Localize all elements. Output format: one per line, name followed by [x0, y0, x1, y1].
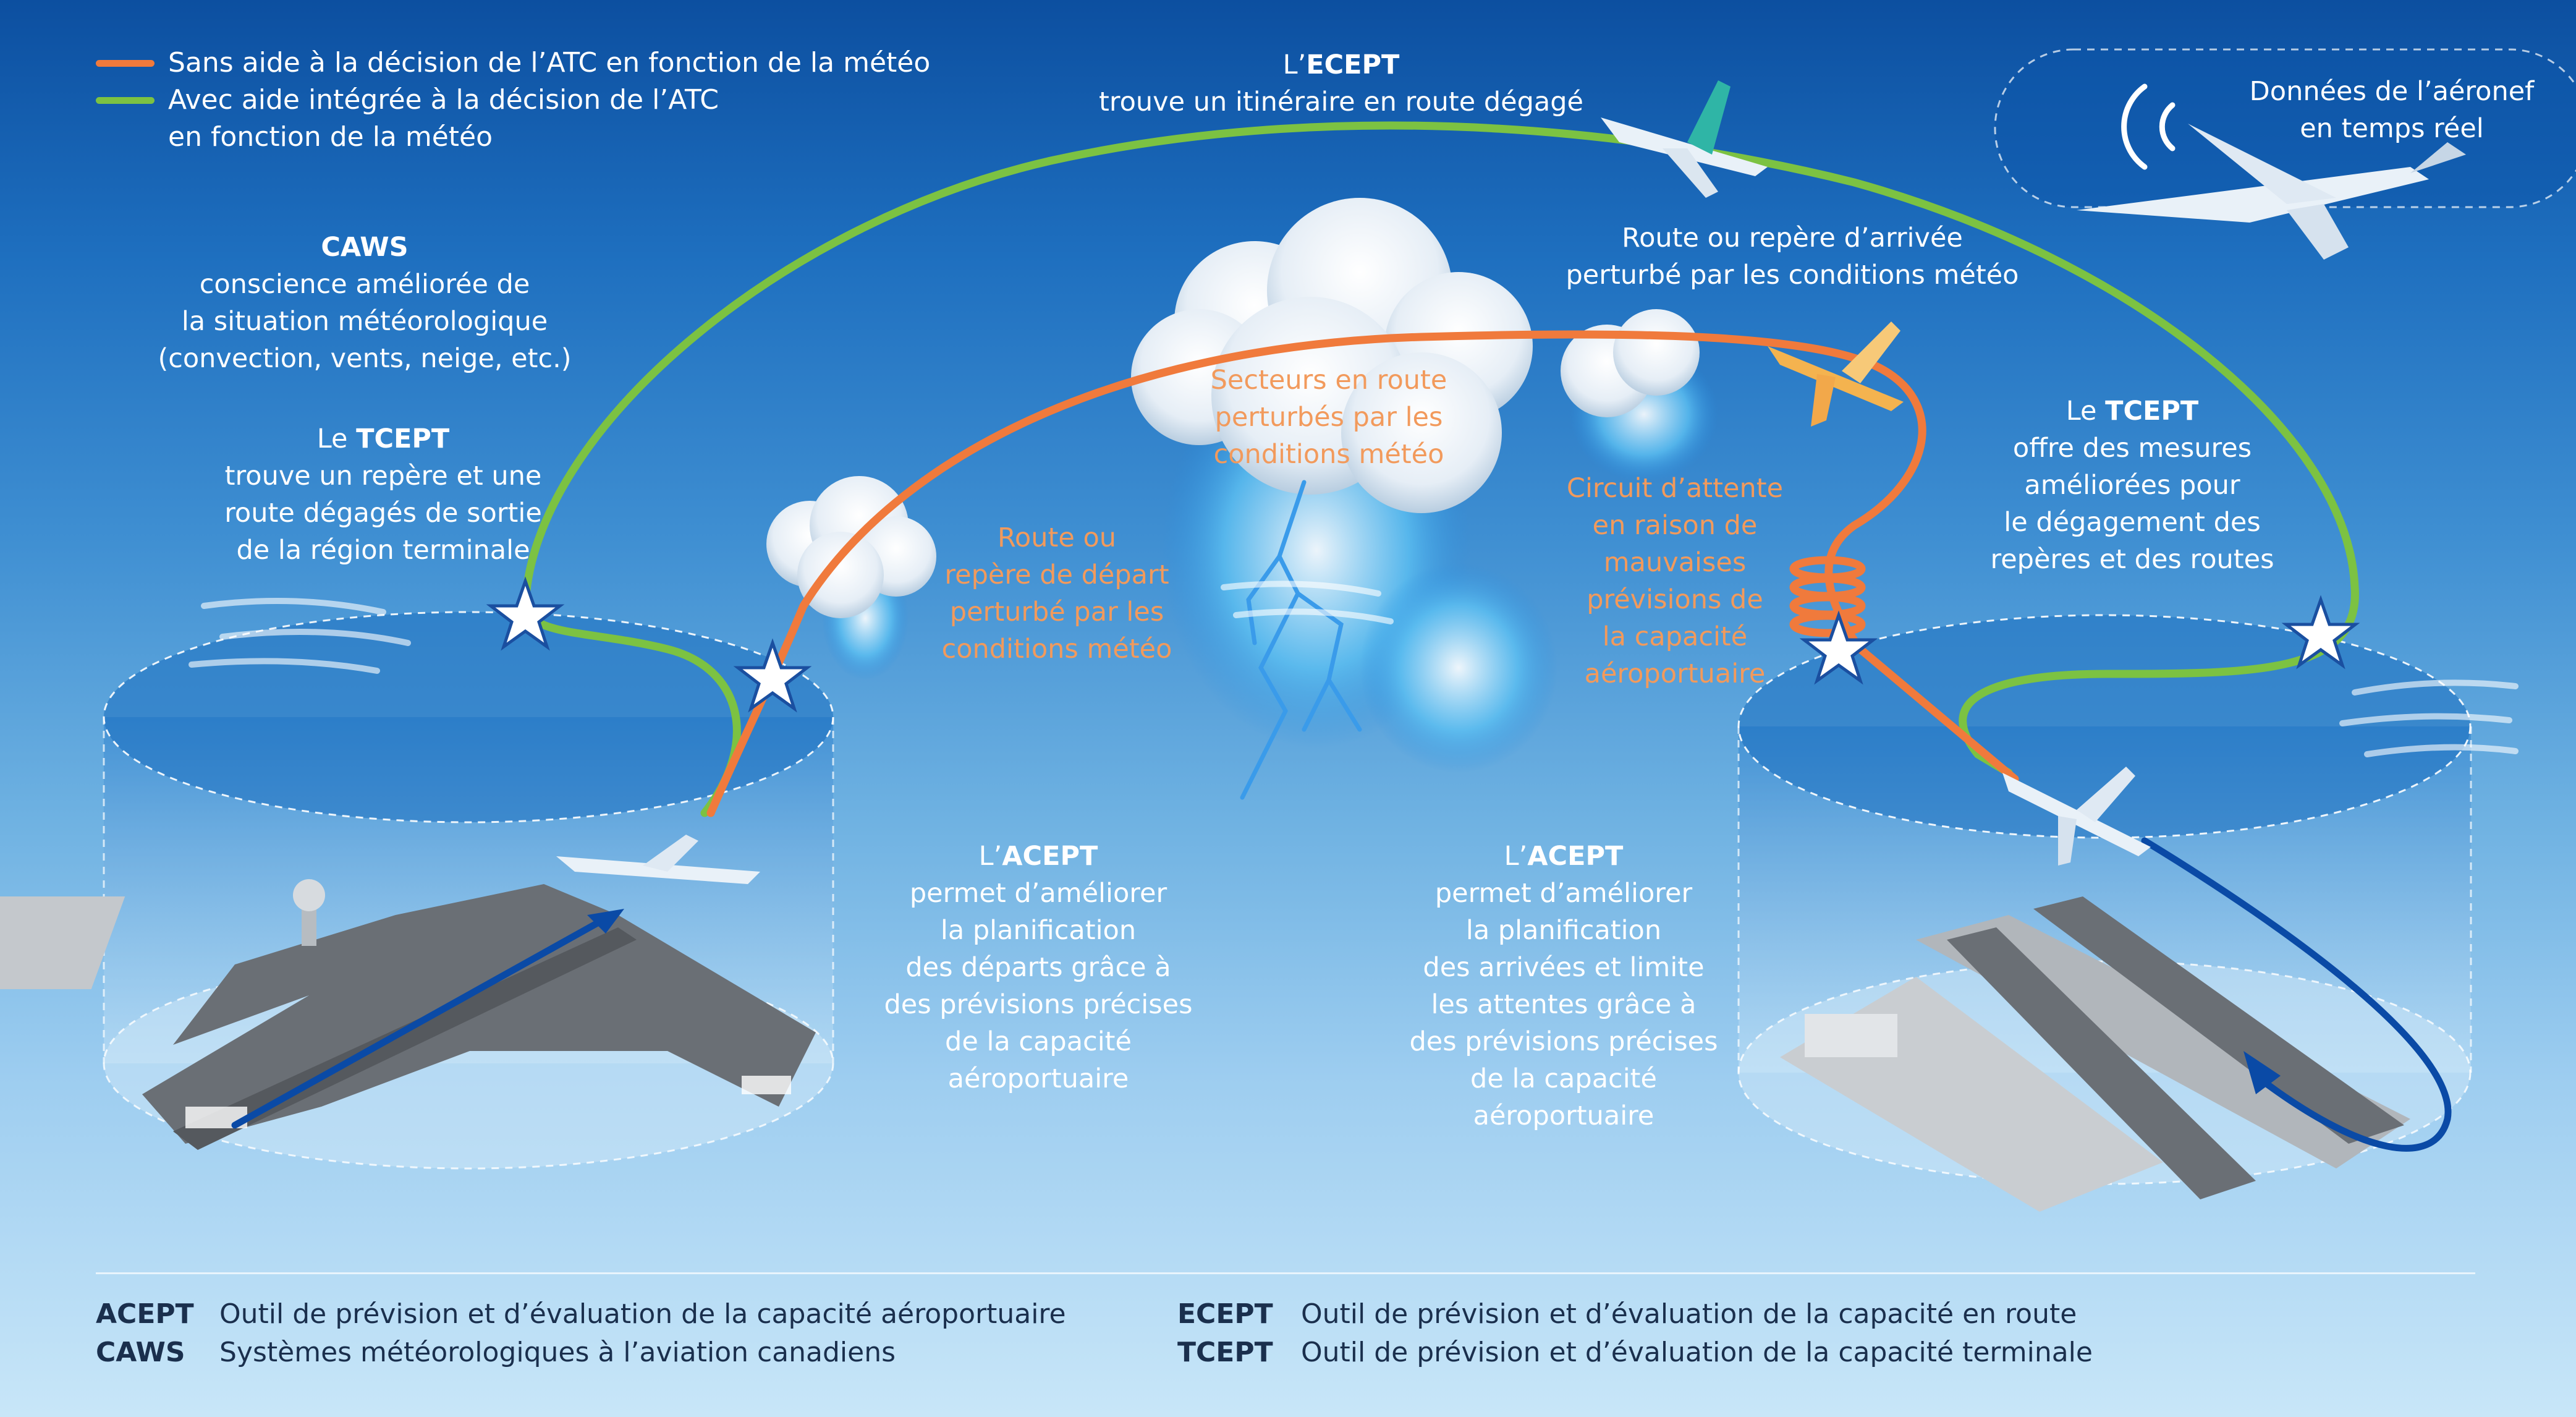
- legend-label-orange: Sans aide à la décision de l’ATC en fonc…: [168, 47, 931, 79]
- label-tcept-left: Le TCEPT trouve un repère et une route dé…: [161, 420, 606, 569]
- label-ecept-top: L’ECEPT trouve un itinéraire en route dég…: [1038, 46, 1644, 121]
- glossary-left: ACEPT Outil de prévision et d’évaluation …: [96, 1295, 1066, 1372]
- acept-left-acronym: ACEPT: [1002, 841, 1098, 872]
- label-holding: Circuit d’attente en raison de mauvaises…: [1566, 473, 1784, 689]
- glossary-item-acept: ACEPT Outil de prévision et d’évaluation …: [96, 1295, 1066, 1334]
- signal-waves-icon: [2121, 83, 2176, 170]
- label-caws: CAWS conscience améliorée de la situation…: [124, 229, 606, 377]
- lightning-bolt: [1240, 480, 1362, 800]
- wind-wisps: [189, 581, 2519, 757]
- route-legend: Sans aide à la décision de l’ATC en fonc…: [96, 45, 930, 156]
- caws-acronym: CAWS: [321, 232, 409, 263]
- glossary-def: Systèmes météorologiques à l’aviation ca…: [219, 1337, 896, 1368]
- acept-left-prefix: L’: [978, 841, 1002, 872]
- label-sectors-disrupted: Secteurs en route perturbés par les cond…: [1210, 365, 1447, 470]
- tcept-right-prefix: Le: [2065, 396, 2106, 427]
- legend-swatch-orange: [96, 60, 155, 67]
- glossary-abbr: ECEPT: [1177, 1298, 1273, 1330]
- acept-right-prefix: L’: [1504, 841, 1528, 872]
- route-green: [521, 121, 2359, 817]
- acept-right-acronym: ACEPT: [1527, 841, 1624, 872]
- label-acept-left: L’ACEPT permet d’améliorer la planificati…: [853, 838, 1224, 1097]
- glossary-right: ECEPT Outil de prévision et d’évaluation …: [1177, 1295, 2093, 1372]
- glossary-def: Outil de prévision et d’évaluation de la…: [1301, 1298, 2077, 1330]
- legend-label-green: Avec aide intégrée à la décision de l’AT…: [168, 84, 719, 153]
- footer-divider: [96, 1272, 2475, 1274]
- aircraft-ecept-icon: [1601, 80, 1768, 198]
- glossary-abbr: TCEPT: [1177, 1337, 1273, 1368]
- tcept-left-acronym: TCEPT: [356, 423, 450, 454]
- route-blue: [231, 837, 2452, 1152]
- glossary-def: Outil de prévision et d’évaluation de la…: [1301, 1337, 2093, 1368]
- legend-swatch-green: [96, 97, 155, 104]
- label-acept-right: L’ACEPT permet d’améliorer la planificati…: [1378, 838, 1749, 1134]
- storm-cloud-center: [1131, 198, 1557, 773]
- label-realtime-data: Données de l’aéronef en temps réel: [2249, 76, 2535, 144]
- caws-text: conscience améliorée de la situation mét…: [158, 269, 572, 374]
- label-departure-disrupted: Route ou repère de départ perturbé par l…: [941, 522, 1172, 665]
- glossary-item-caws: CAWS Systèmes météorologiques à l’aviatio…: [96, 1334, 1066, 1372]
- ecept-prefix: L’: [1282, 49, 1307, 80]
- ecept-acronym: ECEPT: [1306, 49, 1400, 80]
- aircraft-orange-icon: [1768, 321, 1904, 427]
- label-arrival-disrupted: Route ou repère d’arrivée perturbé par l…: [1566, 223, 2019, 291]
- glossary-def: Outil de prévision et d’évaluation de la…: [219, 1298, 1066, 1330]
- tcept-left-text: trouve un repère et une route dégagés de…: [224, 461, 542, 566]
- glossary-item-tcept: TCEPT Outil de prévision et d’évaluation …: [1177, 1334, 2093, 1372]
- tcept-right-acronym: TCEPT: [2105, 396, 2199, 427]
- aircraft-arrival-icon: [2002, 767, 2151, 866]
- aircraft-departure-icon: [556, 835, 760, 884]
- aircraft-realtime-icon: [2077, 124, 2466, 260]
- glossary-abbr: ACEPT: [96, 1298, 194, 1330]
- ecept-text: trouve un itinéraire en route dégagé: [1099, 87, 1583, 117]
- acept-right-text: permet d’améliorer la planification des …: [1409, 878, 1718, 1131]
- legend-item-orange: Sans aide à la décision de l’ATC en fonc…: [96, 45, 930, 82]
- legend-item-green: Avec aide intégrée à la décision de l’AT…: [96, 82, 930, 156]
- realtime-data-panel: [1994, 48, 2576, 260]
- glossary-item-ecept: ECEPT Outil de prévision et d’évaluation …: [1177, 1295, 2093, 1334]
- tcept-left-prefix: Le: [316, 423, 357, 454]
- fix-star-markers: [486, 576, 2360, 713]
- acept-left-text: permet d’améliorer la planification des …: [884, 878, 1193, 1094]
- cloud-arrival: [1561, 309, 1718, 482]
- glossary-abbr: CAWS: [96, 1337, 185, 1368]
- blue-route-arrowheads: [587, 909, 2281, 1094]
- label-tcept-right: Le TCEPT offre des mesures améliorées pou…: [1941, 393, 2324, 578]
- tcept-right-text: offre des mesures améliorées pour le dég…: [1990, 433, 2274, 575]
- arrival-airport: [1780, 896, 2410, 1212]
- route-orange: [706, 330, 2019, 817]
